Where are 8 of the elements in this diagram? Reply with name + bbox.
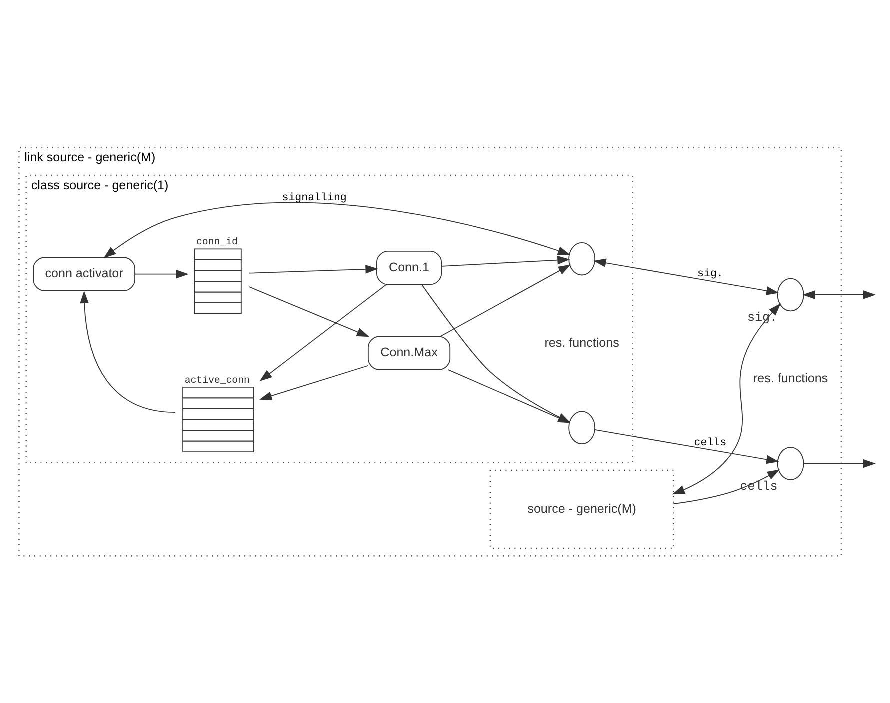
label: res. functions — [544, 335, 620, 350]
node-label: conn_id — [196, 236, 238, 248]
node-label: active_conn — [184, 374, 250, 386]
edge-label: signalling — [282, 192, 347, 204]
edge-label: cells — [694, 436, 727, 449]
node-label: cells — [740, 479, 778, 494]
edge-label: sig. — [698, 268, 724, 280]
label: res. functions — [753, 371, 828, 386]
